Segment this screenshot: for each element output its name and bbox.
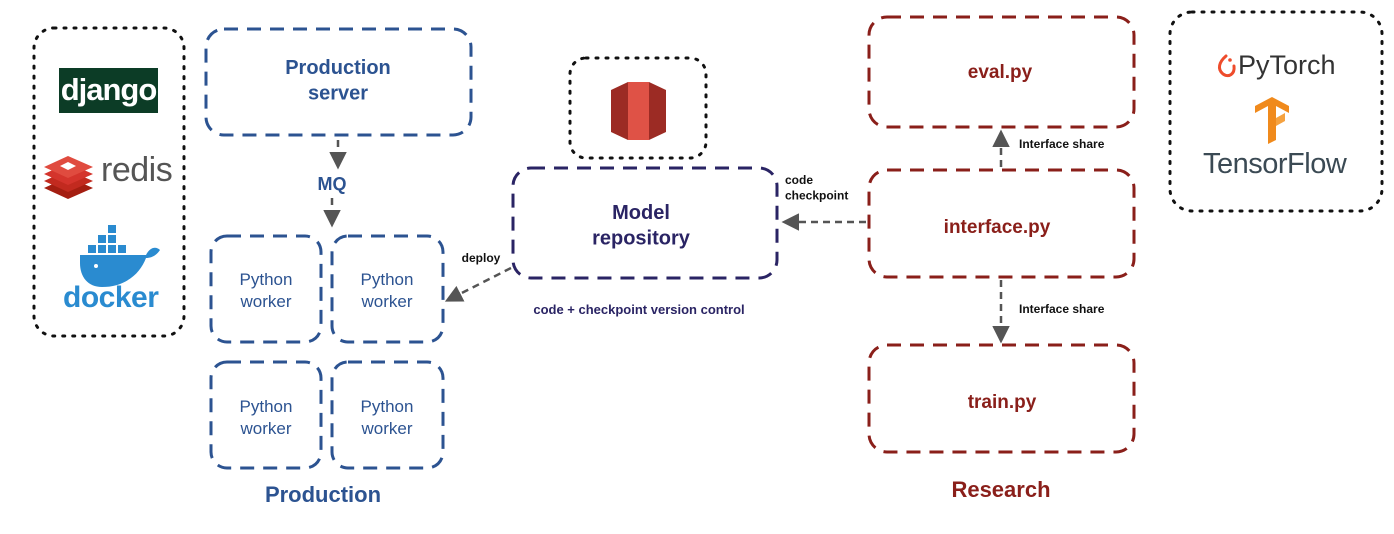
train-label: train.py (968, 392, 1037, 413)
eval-box (867, 15, 1136, 129)
pytorch-logo-text: PyTorch (1238, 50, 1336, 80)
interface-label: interface.py (944, 217, 1051, 238)
research-group-label: Research (951, 477, 1050, 502)
model-repository-box (511, 166, 779, 280)
eval-label: eval.py (968, 62, 1033, 83)
interface-box (867, 168, 1136, 279)
docker-whale-icon (80, 225, 160, 287)
redis-logo-text: redis (101, 151, 173, 189)
production-server-box (204, 27, 473, 137)
arrow-deploy (444, 266, 512, 302)
train-box (867, 343, 1136, 454)
redis-icon (44, 156, 93, 199)
docker-logo-text: docker (63, 281, 159, 314)
interface-share-bottom-label: Interface share (1019, 302, 1105, 316)
interface-share-top-label: Interface share (1019, 137, 1105, 151)
aws-s3-box (568, 56, 708, 160)
tensorflow-logo-text: TensorFlow (1203, 148, 1347, 180)
pytorch-icon (1217, 54, 1236, 78)
aws-s3-icon (611, 82, 666, 140)
tensorflow-icon (1255, 97, 1289, 144)
version-control-caption: code + checkpoint version control (533, 302, 744, 317)
django-logo: django (59, 68, 158, 113)
deploy-label: deploy (462, 251, 501, 265)
right-tech-panel (1168, 10, 1384, 213)
mq-label: MQ (318, 174, 347, 194)
production-group-label: Production (265, 482, 381, 507)
